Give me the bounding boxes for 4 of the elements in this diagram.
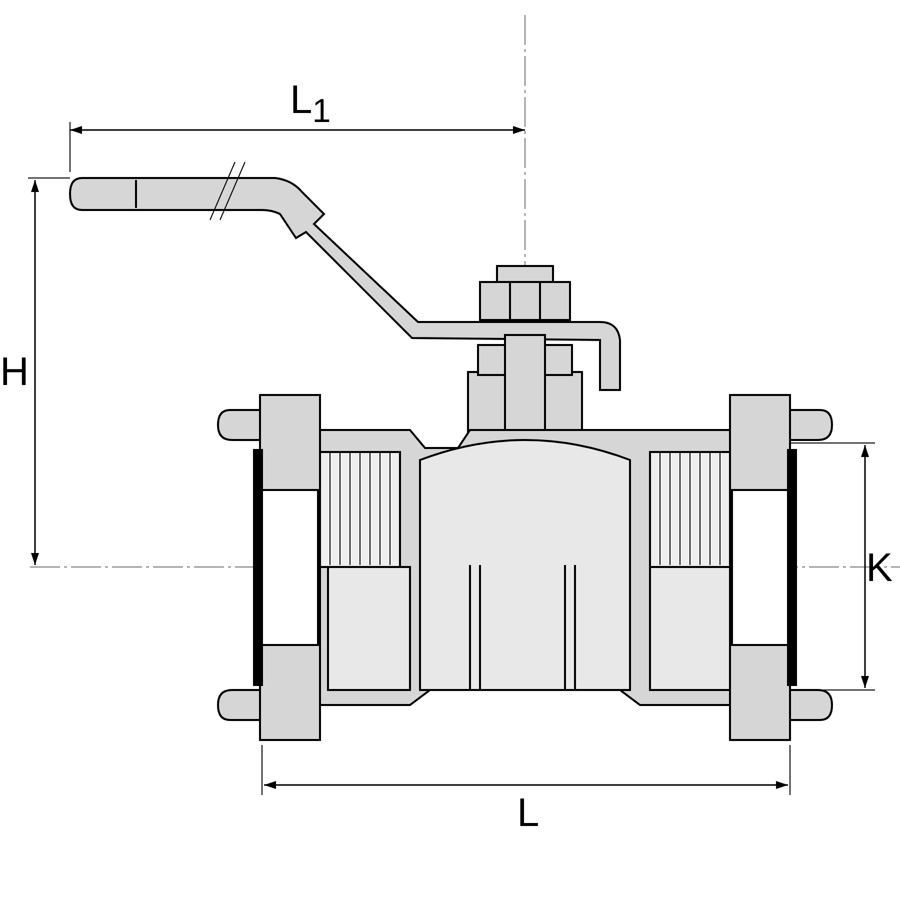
dimension-label: L$_{1}$ bbox=[290, 80, 331, 128]
dimension-label: L bbox=[517, 793, 540, 833]
dimension-label: H bbox=[0, 352, 29, 392]
dimension-label: K bbox=[866, 548, 893, 588]
